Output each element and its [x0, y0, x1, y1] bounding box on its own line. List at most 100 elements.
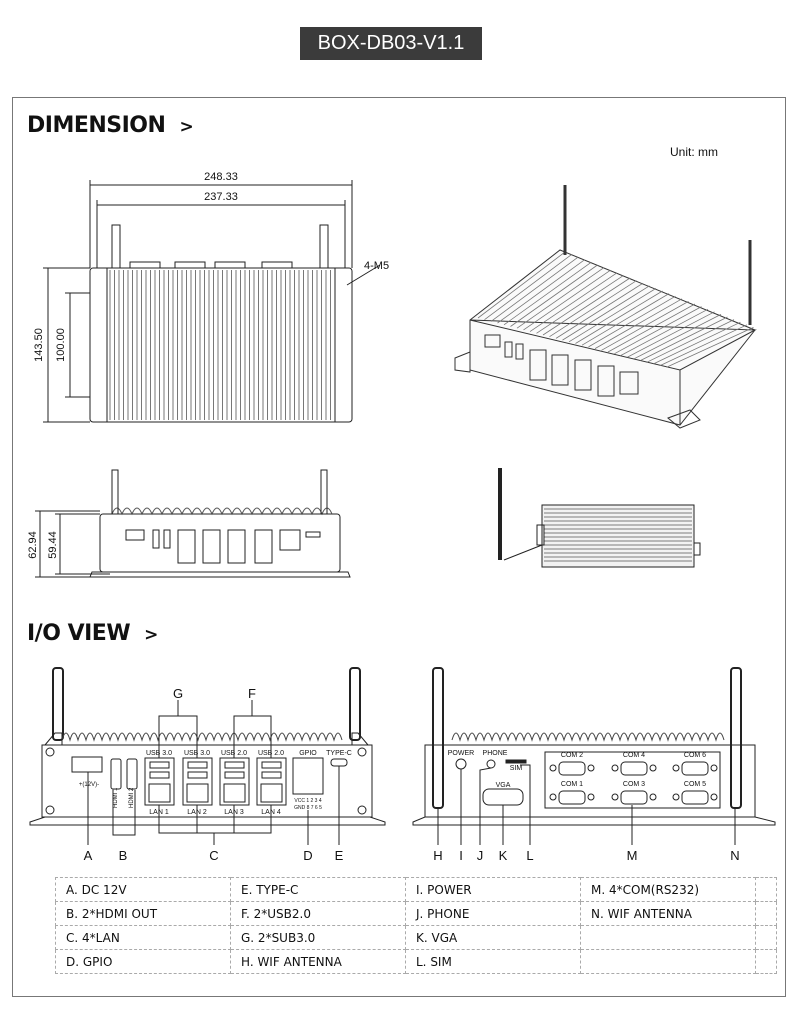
chevron-icon: >	[144, 625, 158, 645]
dim-59: 59.44	[47, 531, 59, 559]
content-frame	[12, 97, 786, 997]
heatsink-fin	[627, 311, 715, 358]
legend-cell: C. 4*LAN	[55, 925, 231, 950]
phone-label: PHONE	[483, 750, 508, 757]
io-view-heading: I/O VIEW >	[27, 621, 158, 646]
heatsink-fin	[607, 303, 696, 353]
rj45-port	[186, 783, 209, 803]
product-title: BOX-DB03-V1.1	[300, 27, 482, 60]
legend-cell: B. 2*HDMI OUT	[55, 901, 231, 926]
legend-cell	[580, 925, 756, 950]
legend-cell: D. GPIO	[55, 949, 231, 974]
legend-cell	[580, 949, 756, 974]
heatsink-fin	[620, 308, 709, 356]
usb-port	[149, 761, 170, 769]
legend-cell: H. WIF ANTENNA	[230, 949, 406, 974]
usb-port	[149, 771, 170, 779]
hole-callout: 4-M5	[364, 260, 389, 272]
heatsink-fin	[542, 277, 631, 336]
callout-c: C	[209, 848, 218, 863]
legend-cell: I. POWER	[405, 877, 581, 902]
dim-100: 100.00	[55, 328, 67, 362]
front-view-drawing: 62.94 59.44	[27, 469, 351, 578]
heatsink-fin	[653, 321, 741, 365]
usb-port	[224, 771, 245, 779]
legend-cell-empty	[755, 877, 777, 902]
heatsink-fin	[497, 259, 585, 324]
db9-port	[681, 790, 709, 805]
db9-port	[558, 790, 586, 805]
heatsink-fin	[477, 251, 566, 319]
heatsink-fin	[555, 282, 644, 339]
gpio-pins-bottom: GND 8 7 6 5	[294, 805, 322, 811]
callout-b: B	[119, 848, 128, 863]
heatsink-fin	[594, 298, 683, 349]
com-label: COM 3	[623, 781, 645, 788]
com-label: COM 2	[561, 752, 583, 759]
callout-f: F	[248, 686, 256, 701]
dim-248: 248.33	[204, 171, 238, 183]
gpio-label: GPIO	[299, 750, 317, 757]
dimension-heading-text: DIMENSION	[27, 113, 166, 138]
callout-h: H	[433, 848, 442, 863]
usb-port	[187, 771, 208, 779]
io-front-panel-drawing: +(12V)- HDMI 1 HDMI 2 USB 3.0 USB 3.0 US…	[29, 667, 386, 863]
power-label: POWER	[448, 750, 474, 757]
legend-cell: E. TYPE-C	[230, 877, 406, 902]
usb-port	[261, 771, 282, 779]
legend-cell: M. 4*COM(RS232)	[580, 877, 756, 902]
sim-label: SIM	[510, 765, 523, 772]
heatsink-fin	[503, 262, 592, 326]
heatsink-fin	[633, 314, 722, 360]
dim-143: 143.50	[33, 328, 45, 362]
io-view-heading-text: I/O VIEW	[27, 621, 131, 646]
heatsink-fin	[581, 293, 670, 346]
legend-cell: F. 2*USB2.0	[230, 901, 406, 926]
vga-label: VGA	[496, 782, 511, 789]
rj45-port	[223, 783, 246, 803]
heatsink-fin	[646, 319, 735, 363]
callout-d: D	[303, 848, 312, 863]
db9-port	[620, 790, 648, 805]
heatsink-fin	[640, 316, 728, 361]
legend-cell: A. DC 12V	[55, 877, 231, 902]
heatsink-fin	[529, 272, 618, 332]
isometric-view-drawing	[454, 185, 757, 429]
heatsink-fin	[601, 301, 689, 351]
heatsink-fin	[516, 267, 605, 329]
dimension-heading: DIMENSION>	[27, 113, 194, 138]
io-rear-panel-drawing: POWER PHONE SIM VGA COM 2 COM 4 COM 6 CO…	[412, 667, 776, 863]
heatsink-fin	[562, 285, 650, 341]
legend-cell: K. VGA	[405, 925, 581, 950]
com-label: COM 1	[561, 781, 583, 788]
heatsink-fin	[490, 256, 579, 322]
com-label: COM 5	[684, 781, 706, 788]
heatsink-fin	[614, 306, 702, 355]
dim-62: 62.94	[27, 531, 39, 559]
heatsink-fin	[536, 275, 624, 334]
heatsink-fin	[659, 324, 748, 366]
rj45-port	[260, 783, 283, 803]
top-view-drawing: 248.33 237.33 143.50 100.00 4-M5	[33, 171, 389, 423]
unit-label: Unit: mm	[670, 145, 718, 159]
callout-n: N	[730, 848, 739, 863]
callout-j: J	[477, 848, 484, 863]
callout-i: I	[459, 848, 463, 863]
legend-cell-empty	[755, 949, 777, 974]
heatsink-fin	[510, 264, 598, 327]
legend-cell: L. SIM	[405, 949, 581, 974]
dim-237: 237.33	[204, 191, 238, 203]
db9-port	[620, 761, 648, 776]
usb-port	[261, 761, 282, 769]
legend-cell: N. WIF ANTENNA	[580, 901, 756, 926]
heatsink-fin	[568, 288, 657, 343]
side-view-drawing	[498, 468, 701, 568]
com-label: COM 4	[623, 752, 645, 759]
callout-e: E	[335, 848, 344, 863]
db9-port	[558, 761, 586, 776]
dc-label: +(12V)-	[79, 782, 99, 788]
